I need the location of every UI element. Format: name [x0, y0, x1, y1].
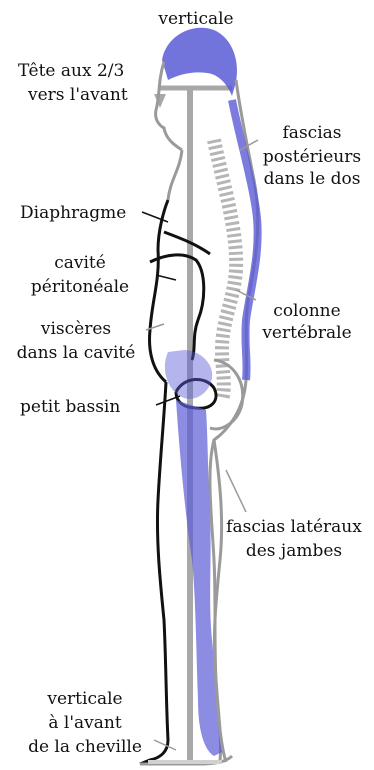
label-verticale-bottom-line2: à l'avant	[18, 712, 152, 734]
label-verticale-bottom-line3: de la cheville	[18, 736, 152, 758]
label-cavite-line1: cavité	[22, 252, 138, 274]
pelvis-fascia-shape	[165, 350, 212, 399]
label-cavite-line2: péritonéale	[22, 276, 138, 298]
label-visceres-line2: dans la cavité	[6, 342, 146, 364]
label-fascias-lateraux-line2: des jambes	[220, 540, 368, 562]
label-diaphragme: Diaphragme	[20, 202, 126, 224]
neck-front-outline	[168, 150, 182, 200]
label-colonne-line1: colonne	[252, 300, 362, 322]
torso-front-outline	[150, 200, 168, 382]
leader-cavite	[156, 275, 176, 280]
leader-fascias-lateraux	[226, 470, 246, 512]
label-fascias-posterieurs-line1: fascias	[256, 122, 368, 144]
label-fascias-posterieurs-line2: postérieurs	[256, 146, 368, 168]
foot-shadow	[148, 760, 222, 764]
label-verticale-top: verticale	[146, 8, 246, 30]
label-visceres-line1: viscères	[6, 318, 146, 340]
label-verticale-bottom-line1: verticale	[18, 688, 152, 710]
label-fascias-posterieurs-line3: dans le dos	[256, 168, 368, 190]
leader-visceres	[146, 324, 164, 330]
label-colonne-line2: vertébrale	[252, 322, 362, 344]
label-tete-line2: vers l'avant	[28, 84, 128, 106]
label-tete-line1: Tête aux 2/3	[18, 60, 124, 82]
label-petit-bassin: petit bassin	[20, 396, 120, 418]
label-fascias-lateraux-line1: fascias latéraux	[220, 516, 368, 538]
